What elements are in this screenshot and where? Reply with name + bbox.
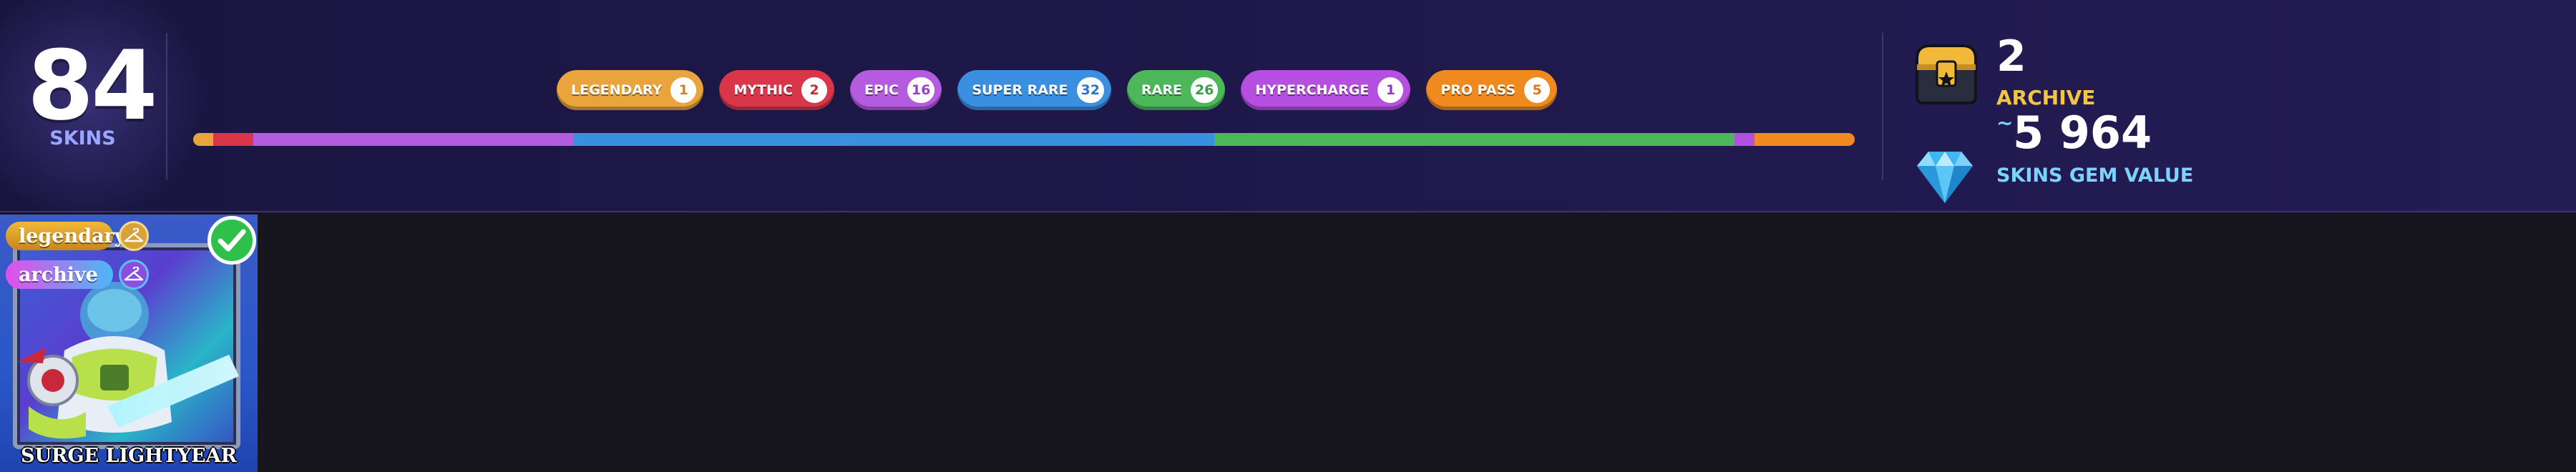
rarity-chip-count: 16 (907, 77, 935, 103)
rarity-chip-count: 1 (1377, 77, 1404, 103)
skins-count-number: 84 (27, 30, 157, 142)
rarity-distribution-bar (193, 133, 1855, 146)
bar-segment-super-rare (573, 133, 1214, 146)
rarity-chip-epic[interactable]: EPIC 16 (849, 70, 942, 110)
bar-segment-mythic (213, 133, 253, 146)
rarity-chip-hypercharge[interactable]: HYPERCHARGE 1 (1241, 70, 1411, 110)
divider-left (166, 33, 167, 180)
skin-name: SURGE LIGHTYEAR (20, 445, 238, 467)
rarity-chip-label: EPIC (864, 82, 899, 98)
rarity-chip-count: 32 (1076, 77, 1104, 103)
checkmark-icon (208, 216, 256, 265)
rarity-tag: legendary (6, 222, 125, 250)
rarity-chip-count: 2 (801, 77, 827, 103)
archive-tag: archive (6, 260, 113, 289)
divider-right (1882, 33, 1883, 180)
rarity-chip-label: SUPER RARE (972, 82, 1068, 98)
gem-value: 5 964 (2013, 107, 2152, 159)
hanger-icon (119, 221, 149, 251)
bar-segment-legendary (193, 133, 213, 146)
rarity-chip-rare[interactable]: RARE 26 (1126, 70, 1226, 110)
rarity-chip-mythic[interactable]: MYTHIC 2 (719, 70, 834, 110)
rarity-chip-label: RARE (1141, 82, 1182, 98)
rarity-chips: LEGENDARY 1 MYTHIC 2 EPIC 16 SUPER RARE 32 RARE 2… (557, 70, 1558, 110)
bar-segment-epic (253, 133, 574, 146)
archive-chest-icon (1916, 44, 1977, 104)
archive-label: ARCHIVE (1996, 86, 2096, 109)
gem-value-label: SKINS GEM VALUE (1996, 164, 2194, 187)
rarity-chip-label: PRO PASS (1440, 82, 1516, 98)
rarity-chip-pro-pass[interactable]: PRO PASS 5 (1426, 70, 1558, 110)
archive-count: 2 (1996, 31, 2026, 82)
skin-card[interactable]: legendary archive SURGE LIGHTYEAR (0, 215, 258, 472)
approx-symbol: ~ (1996, 111, 2014, 134)
rarity-chip-count: 5 (1524, 77, 1551, 103)
hanger-icon (119, 260, 149, 290)
rarity-chip-count: 26 (1190, 77, 1219, 103)
rarity-chip-super-rare[interactable]: SUPER RARE 32 (957, 70, 1111, 110)
rarity-chip-label: HYPERCHARGE (1255, 82, 1370, 98)
skins-count-label: SKINS (49, 127, 116, 149)
rarity-chip-count: 1 (670, 77, 697, 103)
bar-segment-hypercharge (1735, 133, 1755, 146)
rarity-chip-label: LEGENDARY (571, 82, 663, 98)
bar-segment-rare (1214, 133, 1735, 146)
gem-icon (1917, 152, 1973, 203)
skin-portrait-image (17, 282, 239, 439)
rarity-chip-legendary[interactable]: LEGENDARY 1 (557, 70, 704, 110)
collection-stats: 2 ARCHIVE ~ 5 964 SKINS GEM VALUE (1907, 29, 2236, 203)
bar-segment-pro-pass (1755, 133, 1855, 146)
skins-count: 84 SKINS (27, 30, 157, 149)
count-glow (0, 0, 215, 229)
rarity-chip-label: MYTHIC (733, 82, 793, 98)
